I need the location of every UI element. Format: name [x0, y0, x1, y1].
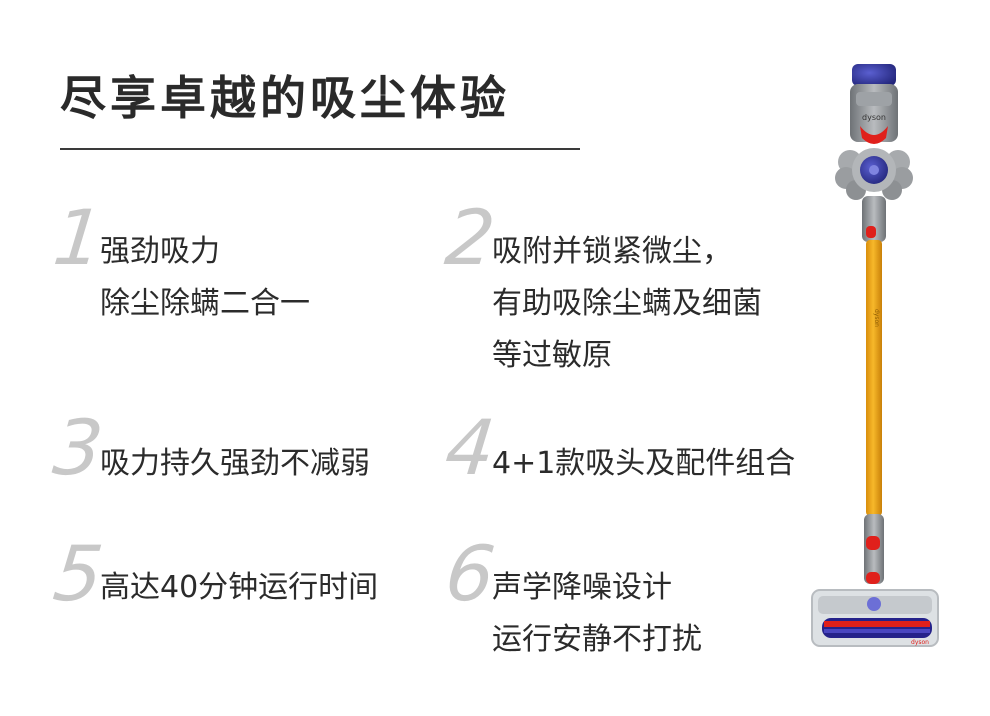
feature-2: 2 吸附并锁紧微尘， 有助吸除尘螨及细菌 等过敏原 [441, 193, 762, 382]
feature-text: 强劲吸力 除尘除螨二合一 [100, 226, 310, 330]
feature-6: 6 声学降噪设计 运行安静不打扰 [441, 529, 702, 666]
feature-line: 声学降噪设计 [492, 570, 672, 605]
feature-4: 4 4+1款吸头及配件组合 [441, 403, 795, 492]
feature-5: 5 高达40分钟运行时间 [49, 529, 378, 618]
feature-line: 高达40分钟运行时间 [100, 570, 379, 605]
feature-number: 3 [49, 403, 108, 492]
feature-line: 吸附并锁紧微尘， [492, 234, 732, 269]
feature-text: 吸力持久强劲不减弱 [100, 438, 370, 490]
feature-text: 高达40分钟运行时间 [100, 562, 378, 614]
feature-text: 吸附并锁紧微尘， 有助吸除尘螨及细菌 等过敏原 [492, 226, 762, 382]
feature-line: 有助吸除尘螨及细菌 [492, 286, 762, 321]
power-button [866, 226, 876, 238]
feature-number: 6 [441, 529, 500, 618]
cyclone-assembly [835, 148, 913, 200]
title-divider [60, 148, 580, 150]
bin-cap [852, 64, 896, 86]
feature-line: 4+1款吸头及配件组合 [492, 446, 796, 481]
page-title: 尽享卓越的吸尘体验 [60, 71, 510, 125]
feature-number: 5 [49, 529, 108, 618]
dyson-logo: dyson [862, 113, 886, 122]
feature-1: 1 强劲吸力 除尘除螨二合一 [49, 193, 310, 330]
svg-text:dyson: dyson [873, 309, 880, 327]
feature-line: 吸力持久强劲不减弱 [100, 446, 370, 481]
feature-number: 1 [49, 193, 108, 282]
wand [866, 240, 882, 516]
feature-line: 等过敏原 [492, 338, 612, 373]
feature-line: 强劲吸力 [100, 234, 220, 269]
trigger [860, 126, 888, 144]
svg-text:dyson: dyson [911, 639, 929, 646]
feature-number: 2 [441, 193, 500, 282]
feature-line: 运行安静不打扰 [492, 622, 702, 657]
feature-3: 3 吸力持久强劲不减弱 [49, 403, 370, 492]
vacuum-product-image: dyson dyson dyson [811, 64, 939, 647]
feature-text: 4+1款吸头及配件组合 [492, 438, 795, 490]
feature-text: 声学降噪设计 运行安静不打扰 [492, 562, 702, 666]
feature-line: 除尘除螨二合一 [100, 286, 310, 321]
feature-number: 4 [441, 403, 500, 492]
